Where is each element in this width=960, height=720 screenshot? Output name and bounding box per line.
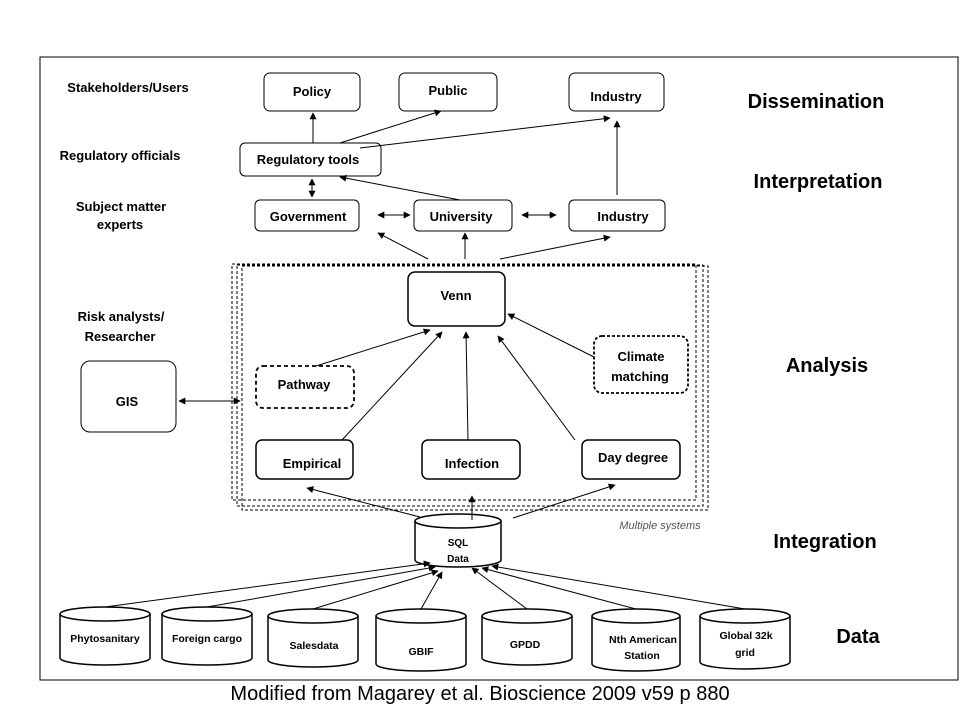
- box-venn: [407, 271, 506, 327]
- label-gbif: GBIF: [408, 646, 434, 658]
- tier-integration: Integration: [773, 531, 876, 553]
- cylinder-gbif: [375, 608, 467, 672]
- label-venn: Venn: [440, 288, 471, 303]
- label-industry-interpretation: Industry: [597, 209, 649, 224]
- label-global-line1: Global 32k: [719, 630, 772, 642]
- arrow-daydegree-venn: [497, 335, 576, 441]
- box-gis: [80, 360, 177, 433]
- label-sql-line2: Data: [447, 554, 469, 565]
- label-policy: Policy: [293, 84, 332, 99]
- cylinder-gpdd: [481, 608, 573, 666]
- tier-interpretation: Interpretation: [754, 171, 883, 193]
- role-sme-line2: experts: [97, 217, 143, 232]
- multiple-systems-back2: [241, 265, 709, 511]
- role-risk-line1: Risk analysts/: [78, 309, 165, 324]
- label-global-line2: grid: [735, 647, 755, 659]
- cylinder-nth-american-station: [591, 608, 681, 672]
- arrow-global-sql: [491, 563, 746, 610]
- tier-data: Data: [836, 626, 880, 648]
- box-industry-dissemination: [568, 72, 665, 112]
- label-climate-line2: matching: [611, 369, 669, 384]
- box-empirical: [255, 439, 354, 480]
- cylinder-phytosanitary: [59, 606, 151, 666]
- label-university: University: [430, 209, 494, 224]
- arrow-foreigncargo-sql: [206, 564, 436, 608]
- label-nth-line2: Station: [624, 650, 660, 662]
- arrow-regtools-public: [339, 109, 442, 144]
- label-foreign-cargo: Foreign cargo: [172, 633, 242, 645]
- figure-caption: Modified from Magarey et al. Bioscience …: [230, 683, 730, 705]
- role-risk-line2: Researcher: [85, 329, 156, 344]
- box-university: [413, 199, 513, 232]
- box-government: [254, 199, 360, 232]
- label-multiple-systems: Multiple systems: [619, 520, 701, 532]
- outer-frame: [39, 56, 959, 681]
- box-regulatory-tools: [239, 142, 382, 177]
- arrow-regtools-industry: [359, 115, 611, 149]
- arrow-venn-government: [377, 232, 429, 260]
- label-government: Government: [270, 209, 347, 224]
- box-infection: [421, 439, 521, 480]
- cylinder-global-32k-grid: [699, 608, 791, 670]
- tier-analysis: Analysis: [786, 355, 868, 377]
- label-empirical: Empirical: [283, 456, 342, 471]
- arrow-infection-venn: [462, 331, 470, 441]
- box-industry-interpretation: [568, 199, 666, 232]
- arrow-gpdd-sql: [471, 567, 528, 610]
- role-regulatory-officials: Regulatory officials: [60, 148, 181, 163]
- tier-dissemination: Dissemination: [748, 91, 885, 113]
- box-pathway: [255, 365, 355, 409]
- arrow-climate-venn: [507, 313, 595, 358]
- multiple-systems-back1: [236, 264, 704, 507]
- label-nth-line1: Nth American: [609, 634, 677, 646]
- label-pathway: Pathway: [278, 377, 332, 392]
- role-stakeholders: Stakeholders/Users: [67, 80, 188, 95]
- label-gis: GIS: [116, 394, 139, 409]
- arrow-venn-industry: [499, 234, 611, 260]
- label-regulatory-tools: Regulatory tools: [257, 152, 360, 167]
- role-sme-line1: Subject matter: [76, 199, 166, 214]
- label-climate-line1: Climate: [618, 349, 665, 364]
- arrow-sql-empirical: [306, 486, 421, 518]
- box-day-degree: [581, 439, 681, 480]
- cylinder-salesdata: [267, 608, 359, 668]
- label-public: Public: [428, 83, 467, 98]
- arrow-sql-daydegree: [512, 483, 616, 519]
- label-day-degree: Day degree: [598, 450, 668, 465]
- label-gpdd: GPDD: [510, 639, 541, 651]
- label-industry-dissemination: Industry: [590, 89, 642, 104]
- arrow-nth-sql: [481, 566, 637, 610]
- arrow-pathway-venn: [315, 328, 431, 367]
- box-public: [398, 72, 498, 112]
- sql-data-cylinder: [414, 513, 502, 568]
- label-phytosanitary: Phytosanitary: [70, 633, 140, 645]
- multiple-systems-front: [231, 263, 697, 501]
- arrow-salesdata-sql: [312, 569, 439, 610]
- label-sql-line1: SQL: [448, 538, 469, 549]
- arrow-phytosanitary-sql: [104, 560, 431, 608]
- arrow-university-regtools: [339, 174, 461, 201]
- label-salesdata: Salesdata: [289, 640, 338, 652]
- box-climate-matching: [593, 335, 689, 394]
- arrow-empirical-venn: [341, 331, 443, 441]
- label-infection: Infection: [445, 456, 499, 471]
- arrow-gbif-sql: [420, 571, 443, 610]
- box-policy: [263, 72, 361, 112]
